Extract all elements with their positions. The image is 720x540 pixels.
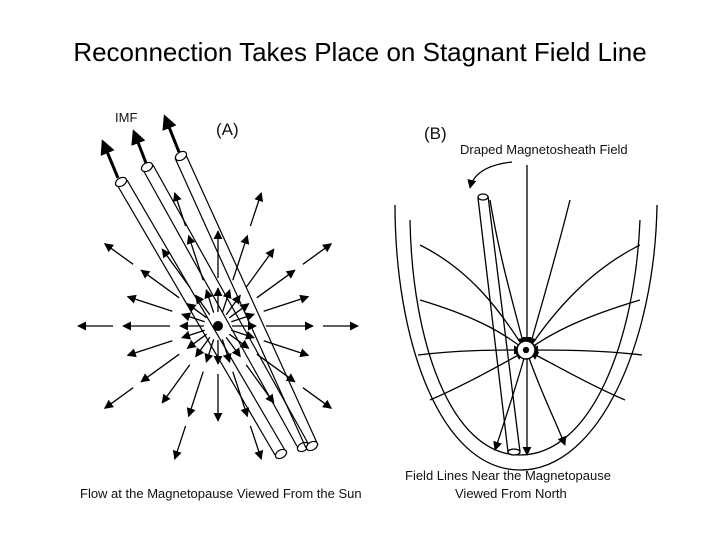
flow-arrow xyxy=(231,312,255,323)
flow-arrow xyxy=(231,329,255,340)
flux-tube-2 xyxy=(140,161,310,453)
flow-arrow xyxy=(186,303,208,319)
flow-arrow xyxy=(302,387,333,409)
magnetopause-outer xyxy=(394,204,658,471)
panel-b xyxy=(394,161,658,471)
panel-a-tag: (A) xyxy=(216,120,239,139)
flow-arrow xyxy=(186,371,204,418)
flow-arrow xyxy=(140,269,180,299)
panel-a-caption: Flow at the Magnetopause Viewed From the… xyxy=(80,486,362,501)
flow-arrow xyxy=(126,340,173,358)
flow-arrow xyxy=(232,234,250,281)
flow-arrows xyxy=(77,192,359,460)
flow-arrow xyxy=(186,333,208,349)
flow-arrow xyxy=(140,353,180,383)
flow-arrow xyxy=(221,339,232,363)
panel-b-callout: Draped Magnetosheath Field xyxy=(460,142,628,157)
flux-tube-b xyxy=(477,193,521,456)
flow-arrow xyxy=(204,339,215,363)
flow-arrow xyxy=(263,340,310,358)
flow-arrow xyxy=(161,248,191,288)
magnetopause-inner xyxy=(409,219,641,456)
imf-arrow-2 xyxy=(131,129,148,164)
stagnation-point-a xyxy=(213,321,223,331)
flow-arrow xyxy=(256,353,296,383)
flow-arrow xyxy=(225,336,241,358)
imf-label: IMF xyxy=(115,110,138,125)
flow-arrow xyxy=(126,294,173,312)
imf-arrow-3 xyxy=(162,114,181,153)
flow-arrow xyxy=(181,312,205,323)
panel-a xyxy=(77,114,359,460)
flux-tubes xyxy=(100,114,319,460)
flux-tube-3 xyxy=(174,150,319,452)
draped-field-lines xyxy=(417,165,643,456)
flow-arrow xyxy=(232,371,250,418)
flow-arrow xyxy=(195,294,211,316)
flow-arrow xyxy=(181,329,205,340)
callout-arrow xyxy=(467,161,513,189)
flow-arrow xyxy=(245,248,275,288)
flow-arrow xyxy=(172,425,187,460)
flux-tube-1 xyxy=(114,176,288,460)
flow-arrow xyxy=(249,192,264,227)
flow-arrow xyxy=(263,294,310,312)
panel-b-caption-line1: Field Lines Near the Magnetopause xyxy=(405,468,611,483)
flow-arrow xyxy=(228,303,250,319)
flow-arrow xyxy=(221,289,232,313)
slide-title: Reconnection Takes Place on Stagnant Fie… xyxy=(73,37,647,67)
flow-arrow xyxy=(103,387,134,409)
imf-arrow-1 xyxy=(100,139,120,179)
flow-arrow xyxy=(204,289,215,313)
panel-b-caption-line2: Viewed From North xyxy=(455,486,567,501)
flow-arrow xyxy=(249,425,264,460)
flow-arrow xyxy=(103,243,134,265)
flow-arrow xyxy=(302,243,333,265)
panel-b-tag: (B) xyxy=(424,124,447,143)
flow-arrow xyxy=(161,364,191,404)
flow-arrow xyxy=(256,269,296,299)
